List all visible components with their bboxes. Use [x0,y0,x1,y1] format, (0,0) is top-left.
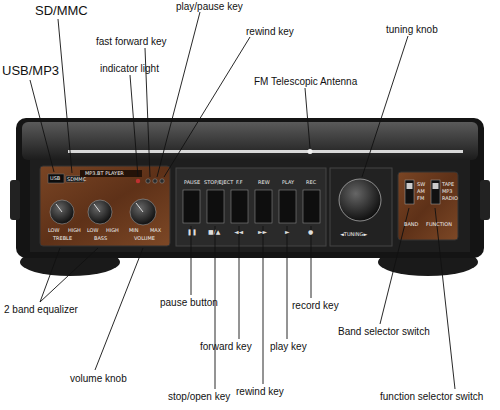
device-text: REW [258,180,270,186]
device-text: MAX [150,228,161,234]
device-text: PAUSE [184,180,200,186]
device-text: TAPE [442,182,454,188]
device-text: MP3.BT PLAYER [85,171,124,177]
callout-label: Band selector switch [338,326,430,337]
device-text: MP3 [442,189,453,195]
callout-label: volume knob [70,373,127,384]
callout-label: SD/MMC [35,4,88,18]
callout-label: forward key [200,341,252,352]
device-text: STOP/EJECT [204,180,233,186]
device-text: RADIO [442,196,458,202]
callout-label: play/pause key [176,1,243,12]
callout-label: FM Telescopic Antenna [254,76,357,87]
callout-label: rewind key [236,386,284,397]
device-text: BAND [404,222,418,228]
callout-label: record key [292,300,339,311]
device-text: FUNCTION [426,222,452,228]
button-symbol: ►► [258,229,267,236]
device-text: HIGH [68,228,81,234]
button-symbol: ■/▲ [208,229,220,236]
device-text: AM [417,189,425,195]
callout-label: stop/open key [168,391,230,402]
callout-label: tuning knob [386,24,438,35]
device-text: BASS [94,236,107,242]
callout-label: fast forward key [96,36,167,47]
device-text: TREBLE [53,236,72,242]
button-symbol: ● [308,229,313,236]
device-text: HIGH [106,228,119,234]
callout-label: pause button [160,297,218,308]
callout-label: USB/MP3 [2,64,59,78]
device-text: ◄TUNING► [340,232,367,238]
callout-label: indicator light [100,63,159,74]
device-text: SDMMC [67,177,86,183]
device-text: REC [306,180,316,186]
callout-label: play key [270,341,307,352]
device-text: VOLUME [134,236,155,242]
device-text: PLAY [282,180,294,186]
button-symbol: ► [285,229,290,236]
device-text: FM [417,196,424,202]
device-text: MIN [129,228,139,234]
device-text: SW [417,182,425,188]
device-text: LOW [48,228,60,234]
device-text: USB [50,176,60,182]
button-symbol: ❚❚ [187,229,197,236]
device-text: F.F [236,180,243,186]
device-text: LOW [87,228,99,234]
button-symbol: ◄◄ [234,229,243,236]
callout-label: rewind key [246,26,294,37]
callout-label: 2 band equalizer [4,304,78,315]
callout-label: function selector switch [380,391,483,402]
